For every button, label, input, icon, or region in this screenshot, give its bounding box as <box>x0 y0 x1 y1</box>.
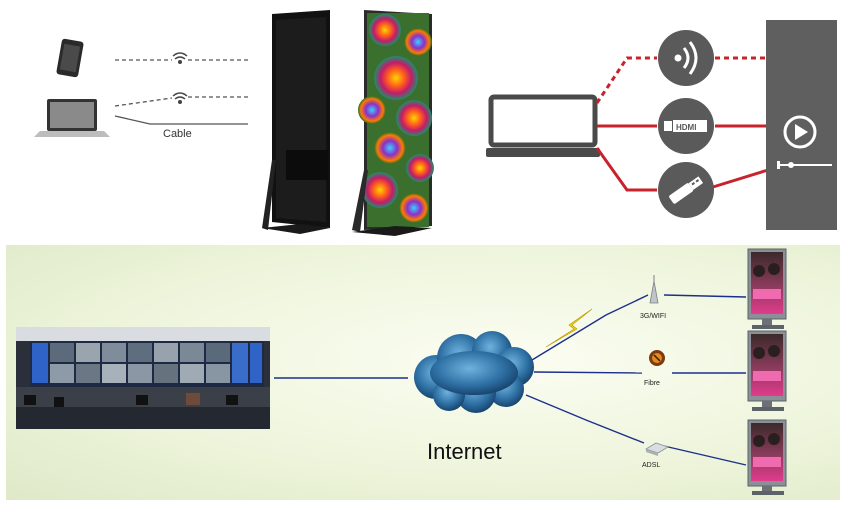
laptop-icon <box>34 99 110 137</box>
hdmi-icon: HDMI <box>658 98 714 154</box>
play-icon <box>783 115 817 149</box>
fibre-icon <box>649 350 665 366</box>
link-3g-to-kiosk <box>663 294 747 298</box>
smartphone-icon <box>56 38 84 78</box>
poster-display-front <box>352 10 434 236</box>
usb-connection-line-right <box>712 168 769 189</box>
control-room-image <box>16 327 270 429</box>
cable-label: Cable <box>163 128 192 140</box>
wireless-lightning-icon <box>545 308 593 348</box>
usb-connection-line <box>595 147 657 192</box>
wireless-connection-line <box>595 56 657 104</box>
link-label-fibre: Fibre <box>644 380 660 387</box>
laptop-outline-icon <box>486 94 600 157</box>
modem-icon <box>645 442 669 456</box>
network-section: Internet 3G/WIFI Fibre ADSL <box>6 245 840 500</box>
link-internet-to-3g <box>531 294 649 361</box>
antenna-icon <box>649 275 659 304</box>
kiosk-display <box>747 330 787 411</box>
kiosk-display <box>747 248 787 329</box>
network-diagram: Internet 3G/WIFI Fibre ADSL <box>16 248 787 495</box>
wifi-line-laptop-left <box>114 97 173 107</box>
top-diagram: Cable <box>34 10 837 236</box>
link-internet-to-adsl <box>525 394 645 444</box>
link-label-3g-wifi: 3G/WIFI <box>640 313 666 320</box>
top-section: Cable <box>0 0 846 245</box>
poster-display-back <box>262 10 330 234</box>
internet-label: Internet <box>427 439 502 464</box>
media-player-panel <box>766 20 837 230</box>
internet-cloud-icon <box>414 331 534 413</box>
link-internet-to-fibre <box>533 371 643 374</box>
link-label-adsl: ADSL <box>642 462 660 469</box>
link-adsl-to-kiosk <box>663 445 747 466</box>
usb-icon <box>658 162 714 218</box>
wifi-icon <box>172 92 188 104</box>
cable-line <box>114 115 248 125</box>
kiosk-display <box>747 419 787 495</box>
wifi-icon <box>172 52 188 65</box>
wireless-signal-icon <box>658 30 714 86</box>
hdmi-label: HDMI <box>676 123 696 132</box>
